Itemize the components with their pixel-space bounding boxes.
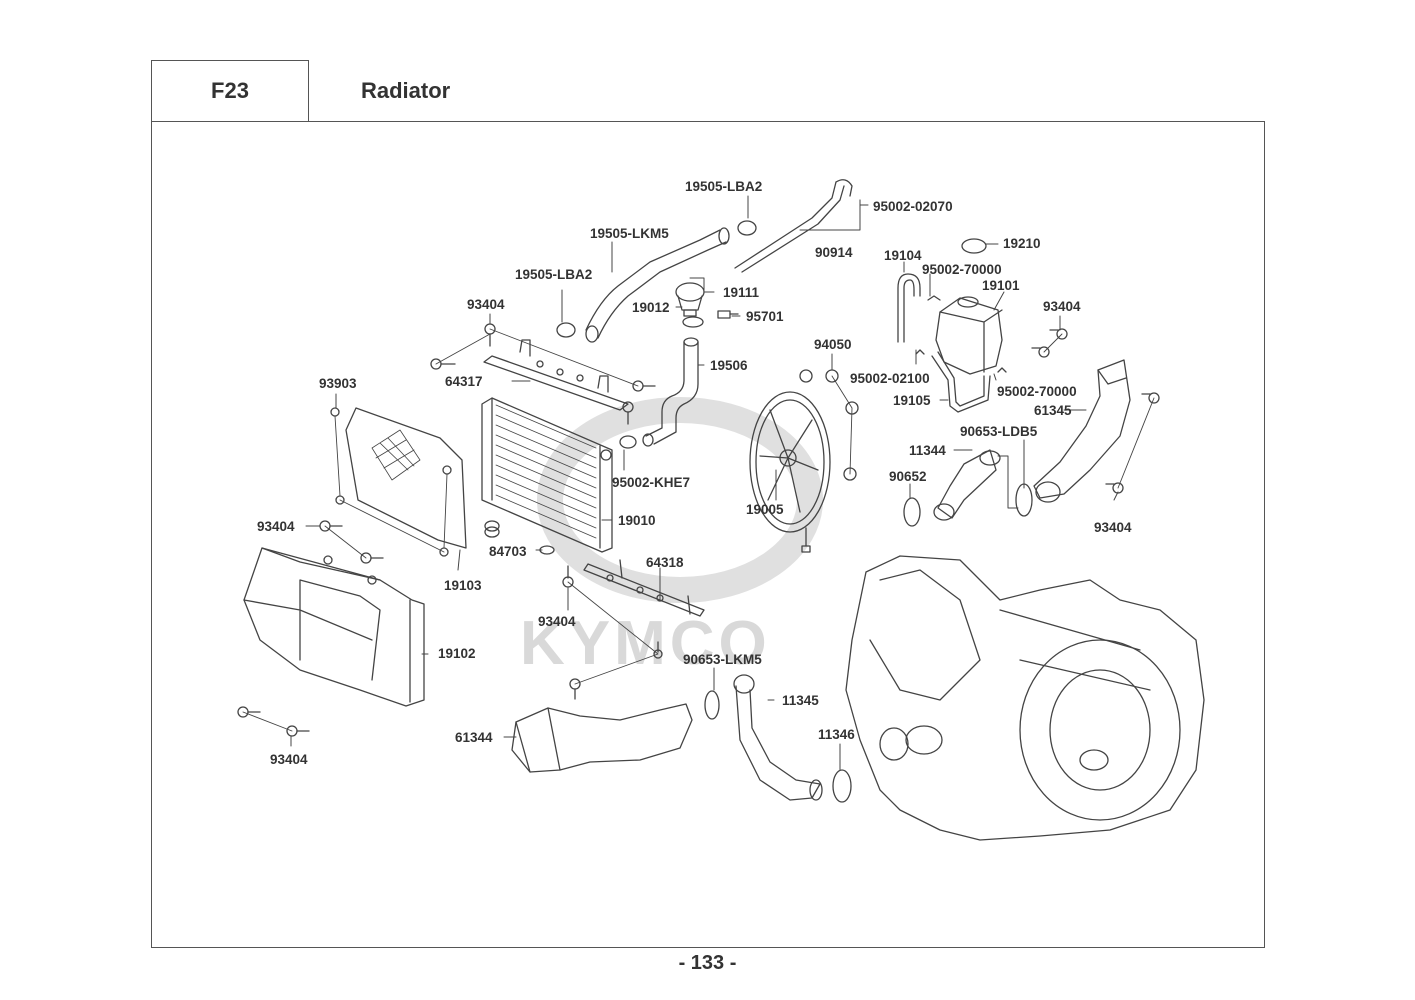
callout-84703: 84703 [489, 544, 527, 559]
engine-assembly [845, 555, 1205, 841]
fan-grommets-94050 [799, 369, 859, 481]
thermostat-housing [675, 282, 705, 317]
callout-61344: 61344 [455, 730, 493, 745]
callout-90653-lkm5: 90653-LKM5 [683, 652, 762, 667]
callout-64317: 64317 [445, 374, 483, 389]
cooling-fan [749, 391, 831, 553]
radiator-guard-net [345, 407, 467, 549]
callout-90653-ldb5: 90653-LDB5 [960, 424, 1038, 439]
callout-93404-duct: 93404 [1094, 520, 1132, 535]
hose-clamp-95002-khe7 [619, 435, 637, 449]
callout-19505-lba2-left: 19505-LBA2 [515, 267, 593, 282]
drain-tube-19105 [931, 351, 991, 413]
callout-94050: 94050 [814, 337, 852, 352]
callout-11346: 11346 [818, 727, 855, 742]
callout-95002-70000-bottom: 95002-70000 [997, 384, 1077, 399]
page-number: - 133 - [678, 952, 737, 974]
fan-shroud [243, 547, 425, 707]
reserve-tank [935, 296, 1003, 375]
air-duct-left [511, 703, 693, 773]
callout-93404-shroud-lower: 93404 [270, 752, 308, 767]
hose-clamp-upper [737, 220, 757, 236]
callout-95701: 95701 [746, 309, 784, 324]
brand-watermark: KYMCO [520, 609, 771, 678]
callout-95002-khe7: 95002-KHE7 [612, 475, 691, 490]
callout-19010: 19010 [618, 513, 656, 528]
callout-93404-bracket: 93404 [467, 297, 505, 312]
page-title: Radiator [361, 77, 451, 103]
callout-93404-shroud-upper: 93404 [257, 519, 295, 534]
bolt-95701 [717, 310, 739, 319]
hose-clamp-11346 [832, 769, 852, 803]
callout-93903: 93903 [319, 376, 357, 391]
callout-19505-lba2-top: 19505-LBA2 [685, 179, 763, 194]
mounting-bracket-upper [483, 339, 629, 411]
callout-19105: 19105 [893, 393, 931, 408]
intake-hose-11344 [933, 449, 1001, 521]
leader-lines [290, 195, 1119, 771]
lower-hose-11345 [733, 674, 823, 801]
callout-11344: 11344 [909, 443, 946, 458]
air-duct-right [1033, 359, 1131, 503]
callout-64318: 64318 [646, 555, 684, 570]
breather-tube-19104 [897, 273, 921, 343]
upper-hose [585, 227, 730, 343]
callout-93404-tank: 93404 [1043, 299, 1081, 314]
callout-90652: 90652 [889, 469, 927, 484]
screws-93903 [330, 407, 452, 557]
callout-19104: 19104 [884, 248, 922, 263]
hose-clamp-19012 [682, 316, 704, 328]
callout-90914: 90914 [815, 245, 853, 260]
shroud-bolts-93404 [237, 520, 384, 737]
lower-hose-19506 [642, 337, 699, 447]
overflow-tube-90914 [734, 179, 853, 273]
hose-clamp-90652 [903, 497, 921, 527]
callout-19210: 19210 [1003, 236, 1041, 251]
hose-clamp-90653-lkm5 [704, 690, 720, 720]
callout-19101: 19101 [982, 278, 1020, 293]
callout-19506: 19506 [710, 358, 748, 373]
reserve-tank-cap [961, 238, 987, 254]
radiator-core [481, 397, 613, 553]
callout-19005: 19005 [746, 502, 784, 517]
callout-95002-02070: 95002-02070 [873, 199, 953, 214]
callout-95002-02100: 95002-02100 [850, 371, 930, 386]
callout-95002-70000-top: 95002-70000 [922, 262, 1002, 277]
callout-19102: 19102 [438, 646, 476, 661]
bracket-bolts-lower [562, 565, 663, 700]
diagram-frame [151, 121, 1265, 948]
hose-clamp-left [556, 322, 576, 338]
callout-19103: 19103 [444, 578, 482, 593]
callout-19111: 19111 [723, 285, 760, 300]
watermark-logo-ring [537, 397, 823, 603]
callout-19012: 19012 [632, 300, 670, 315]
section-code: F23 [151, 60, 309, 121]
hose-clamp-90653-ldb5 [1015, 483, 1033, 517]
callout-61345: 61345 [1034, 403, 1072, 418]
callout-93404-lower-bracket: 93404 [538, 614, 576, 629]
tube-clips [915, 295, 1007, 373]
callout-11345: 11345 [782, 693, 819, 708]
callout-19505-lkm5: 19505-LKM5 [590, 226, 669, 241]
